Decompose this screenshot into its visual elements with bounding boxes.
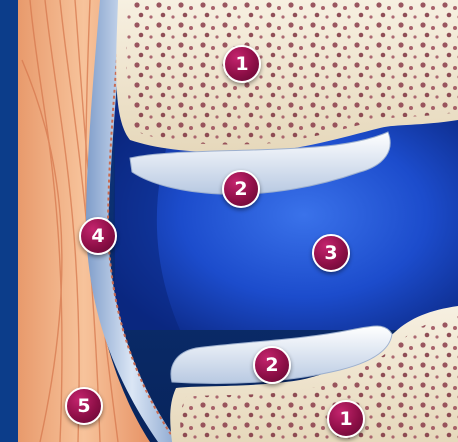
marker-bone-upper: 1 [223, 45, 261, 83]
marker-bone-lower: 1 [327, 400, 365, 438]
left-edge [0, 0, 18, 442]
marker-muscle: 5 [65, 387, 103, 425]
marker-cartilage-lower: 2 [253, 346, 291, 384]
marker-cartilage-upper: 2 [222, 170, 260, 208]
marker-synovial-fluid: 3 [312, 234, 350, 272]
marker-synovial-membrane: 4 [79, 217, 117, 255]
